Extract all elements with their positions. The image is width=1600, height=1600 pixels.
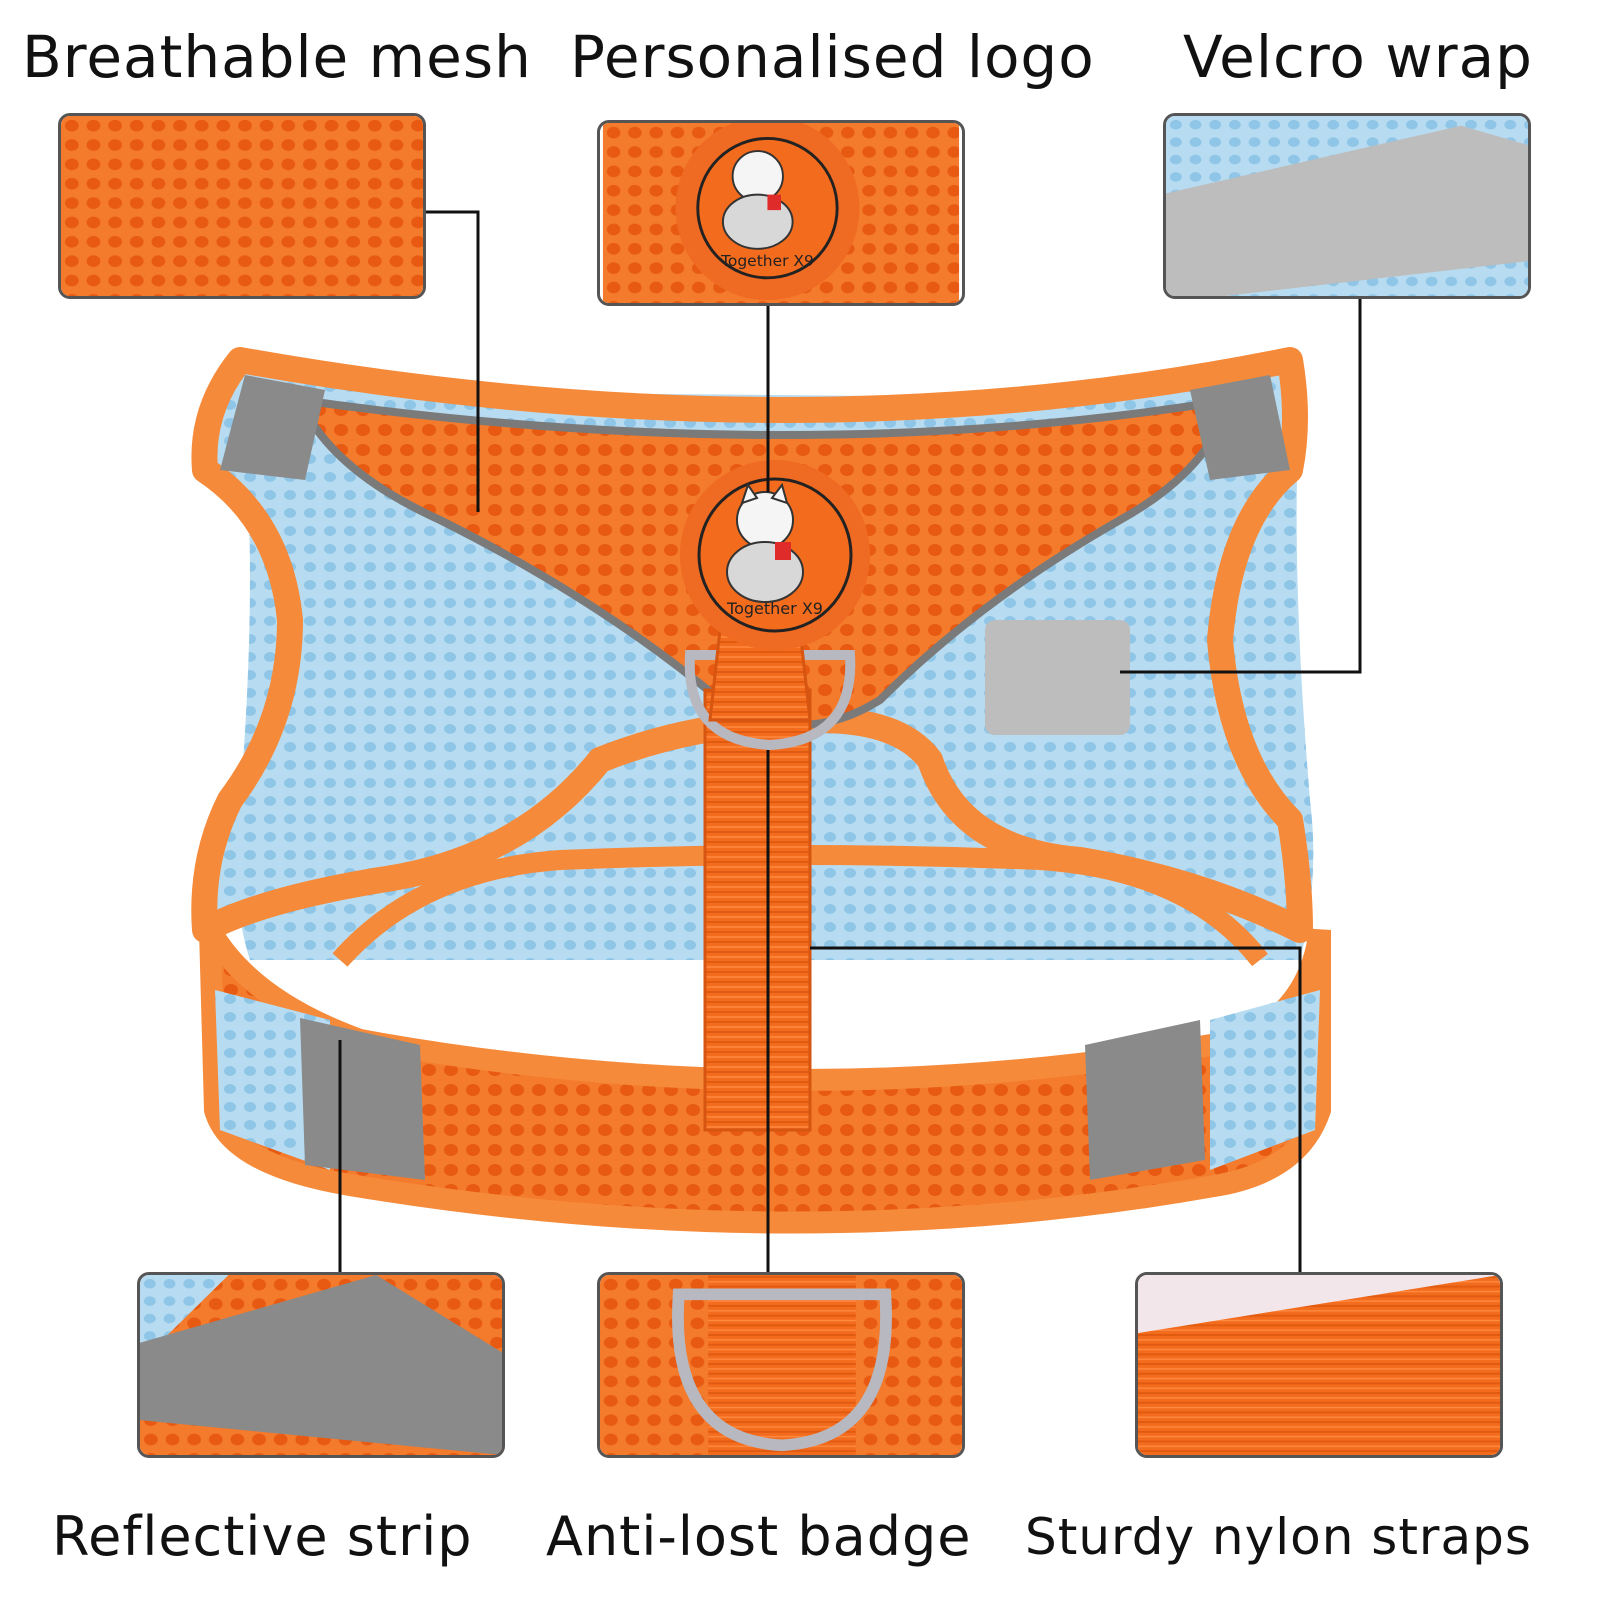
logo-detail-brand-text: Together X9	[720, 252, 814, 270]
detail-box-velcro	[1163, 113, 1531, 299]
shoulder-reflective-right	[1190, 375, 1290, 480]
detail-box-logo: Together X9	[597, 120, 965, 306]
callout-velcro	[1120, 298, 1362, 674]
detail-box-badge	[597, 1272, 965, 1458]
shoulder-reflective-left	[220, 375, 325, 480]
label-breathable-mesh: Breathable mesh	[22, 23, 532, 91]
detail-box-reflective	[137, 1272, 505, 1458]
detail-box-mesh	[58, 113, 426, 299]
detail-box-nylon	[1135, 1272, 1503, 1458]
callout-mesh	[425, 210, 480, 512]
nylon-strap	[703, 688, 812, 1132]
label-anti-lost-badge: Anti-lost badge	[546, 1505, 972, 1568]
band-reflective-right	[1085, 1020, 1205, 1180]
center-badge: Together X9	[680, 460, 870, 650]
chest-band	[199, 924, 1331, 1234]
velcro-patch	[985, 620, 1130, 735]
label-reflective-strip: Reflective strip	[52, 1505, 473, 1568]
label-personalised-logo: Personalised logo	[570, 23, 1095, 91]
cat-mascot-icon	[726, 482, 804, 603]
band-blue-right	[1210, 990, 1320, 1170]
band-reflective-left	[300, 1018, 425, 1180]
callout-lines	[338, 210, 1362, 1272]
callout-nylon	[810, 946, 1302, 1272]
label-sturdy-nylon-straps: Sturdy nylon straps	[1025, 1508, 1532, 1566]
label-velcro-wrap: Velcro wrap	[1183, 23, 1533, 91]
d-ring-icon	[684, 650, 856, 751]
badge-brand-text: Together X9	[726, 599, 823, 618]
